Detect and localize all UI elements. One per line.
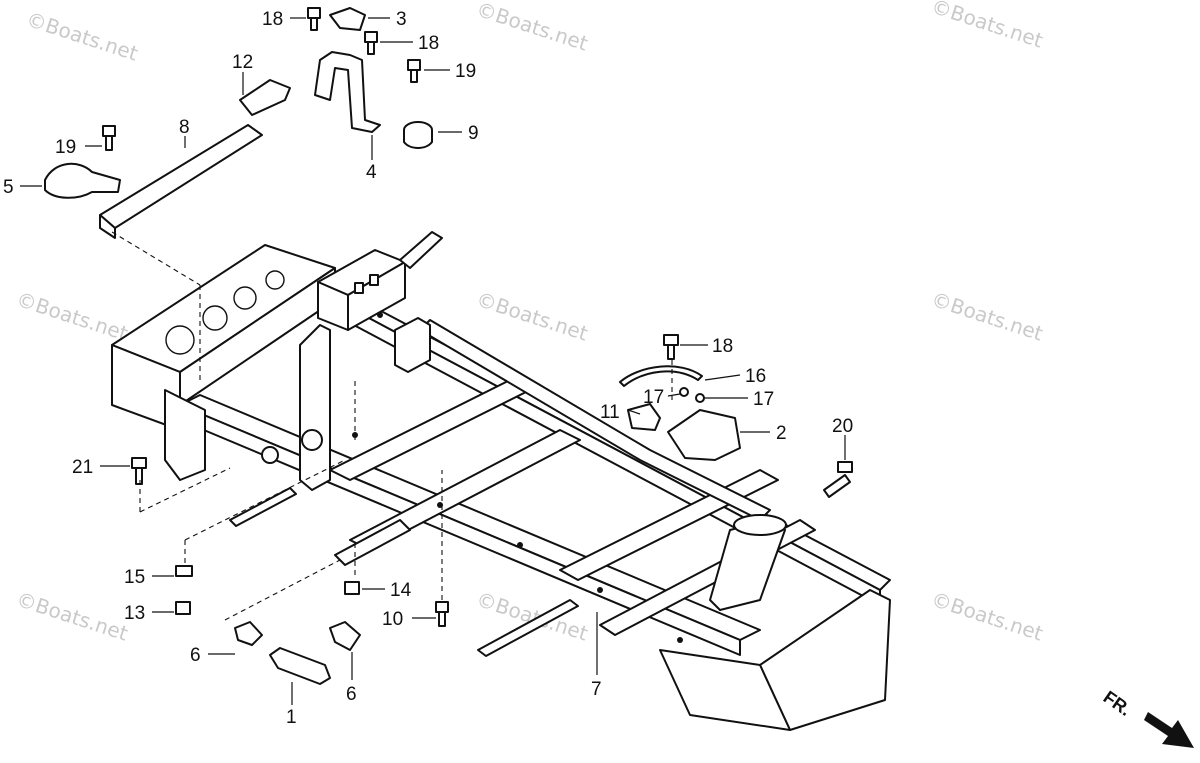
callout-labels: 18 3 18 12 19 8 19 9 5 4 18 16 17 17 11 … [3,9,853,728]
watermark: ©Boats.net [928,287,1046,346]
part-8-angle-bar [99,124,263,229]
watermark: ©Boats.net [928,0,1046,53]
part-11-clamp [627,403,661,431]
callout-8: 8 [179,117,190,138]
part-3-clamp [329,7,366,31]
front-direction-indicator: FR. [1100,687,1194,748]
callout-6: 6 [190,645,201,666]
leader-lines [20,17,846,705]
callout-17: 17 [753,389,774,410]
part-6-clamp [329,621,361,651]
callout-6: 6 [346,684,357,705]
callout-21: 21 [72,457,93,478]
watermark: ©Boats.net [473,287,591,346]
callout-14: 14 [390,580,412,601]
part-5-clip [44,162,121,199]
callout-20: 20 [832,416,853,437]
callout-17: 17 [643,387,664,408]
callout-3: 3 [396,9,407,30]
part-16-rod [619,365,703,387]
watermark: ©Boats.net [23,7,141,66]
part-6-clamp [234,621,263,646]
callout-12: 12 [232,52,253,73]
watermark: ©Boats.net [928,587,1046,646]
callout-15: 15 [124,567,145,588]
watermark: ©Boats.net [13,587,131,646]
callout-9: 9 [468,123,479,144]
callout-4: 4 [366,162,377,183]
callout-19: 19 [55,137,76,158]
callout-2: 2 [776,423,787,444]
part-2-mount [667,409,741,461]
callout-7: 7 [591,679,602,700]
main-frame [111,231,891,731]
watermark: ©Boats.net [473,0,591,56]
callout-19: 19 [455,61,476,82]
callout-10: 10 [382,609,403,630]
watermark: ©Boats.net [13,287,131,346]
callout-1: 1 [286,707,297,728]
watermark: ©Boats.net [473,587,591,646]
arrow-icon [1144,712,1194,748]
callout-18: 18 [262,9,283,30]
callout-13: 13 [124,603,145,624]
callout-18: 18 [418,33,439,54]
assembly-lines [111,231,673,621]
callout-11: 11 [600,402,620,423]
part-12-bracket [239,79,291,116]
callout-18: 18 [712,336,733,357]
callout-5: 5 [3,177,14,198]
direction-label: FR. [1100,687,1135,720]
callout-16: 16 [745,366,766,387]
part-1-hose [269,647,331,685]
fasteners [102,7,853,627]
part-4-u-bracket [314,51,381,133]
